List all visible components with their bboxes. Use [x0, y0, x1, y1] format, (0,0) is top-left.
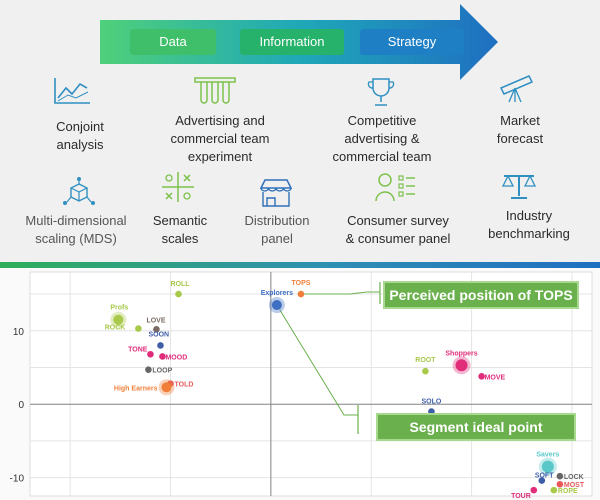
cube-network-icon: [63, 177, 95, 205]
method-label: Consumer survey & consumer panel: [345, 213, 451, 246]
stage-data: Data: [130, 29, 216, 55]
point-label: ROCK: [105, 325, 126, 332]
grid: [29, 271, 593, 497]
segment-ideal-point-callout: Segment ideal point: [376, 413, 576, 441]
point-label: SOLO: [422, 399, 442, 406]
point-label: MOVE: [485, 374, 506, 381]
perceived-position-callout: Perceived position of TOPS: [383, 281, 579, 309]
method-label: Industry benchmarking: [488, 208, 570, 241]
point-label: ROPE: [558, 488, 578, 495]
scatter-point: [271, 300, 282, 311]
point-label: LOCK: [564, 474, 584, 481]
point-label: LOVE: [146, 317, 165, 324]
point-label: Shoppers: [445, 350, 477, 357]
scatter-point: [550, 486, 558, 494]
method-advertising-experiment: Advertising and commercial team experime…: [155, 112, 285, 166]
method-consumer-survey: Consumer survey & consumer panel: [330, 212, 466, 248]
method-label: Competitive advertising & commercial tea…: [332, 113, 432, 164]
point-label: TOLD: [175, 382, 194, 389]
semantic-scale-icon: [162, 172, 194, 202]
scatter-point: [538, 477, 546, 484]
scatter-point: [147, 350, 154, 358]
stage-information: Information: [240, 29, 344, 55]
telescope-icon: [499, 75, 534, 103]
scatter-point: [530, 486, 538, 494]
y-tick-label: 0: [18, 400, 24, 411]
method-conjoint-analysis: Conjoint analysis: [30, 118, 130, 154]
test-tubes-icon: [194, 77, 236, 104]
method-mds: Multi-dimensional scaling (MDS): [14, 212, 138, 248]
y-tick-label: 10: [13, 327, 25, 338]
gradient-divider: [0, 262, 600, 268]
method-label: Market forecast: [496, 113, 544, 146]
market-stall-icon: [259, 179, 293, 207]
survey-person-icon: [375, 173, 415, 202]
point-label: MOST: [564, 482, 585, 489]
method-label: Advertising and commercial team experime…: [170, 113, 270, 164]
line-chart-icon: [54, 78, 90, 104]
scatter-point: [135, 325, 142, 332]
plot-frame: [29, 271, 593, 497]
point-label: TOPS: [291, 280, 310, 287]
point-label: Profs: [110, 305, 128, 312]
scatter-point: [478, 372, 485, 380]
scatter-point: [175, 290, 182, 298]
method-overview-panel: Data Information Strategy: [0, 0, 600, 262]
tops-connector-line: [303, 291, 380, 295]
method-label: Semantic scales: [152, 213, 208, 246]
scatter-point: [455, 359, 468, 372]
method-distribution-panel: Distribution panel: [232, 212, 322, 248]
method-label: Multi-dimensional scaling (MDS): [25, 213, 127, 246]
point-label: Explorers: [261, 290, 293, 297]
scatter-point: [145, 366, 152, 373]
method-label: Conjoint analysis: [56, 119, 104, 152]
method-label: Distribution panel: [244, 213, 310, 246]
method-competitive-advertising: Competitive advertising & commercial tea…: [320, 112, 444, 166]
point-label: TOUR: [511, 493, 531, 500]
scatter-point: [556, 472, 564, 480]
method-market-forecast: Market forecast: [470, 112, 570, 148]
stage-strategy: Strategy: [360, 29, 464, 55]
balance-scale-icon: [501, 174, 537, 199]
point-label: ROOT: [415, 357, 436, 364]
trophy-icon: [367, 78, 395, 106]
scatter-point: [113, 314, 124, 325]
ideal-connector-line: [279, 309, 358, 416]
scatter-point: [159, 353, 166, 360]
point-label: High Earners: [114, 385, 158, 392]
point-label: MOOD: [165, 354, 187, 361]
scatter-point: [297, 290, 305, 298]
scatter-point: [541, 460, 554, 473]
scatter-point: [153, 325, 160, 333]
point-label: SOFT: [535, 473, 554, 480]
method-industry-benchmarking: Industry benchmarking: [474, 207, 584, 243]
point-label: ROLL: [171, 281, 191, 288]
scatter-point: [556, 480, 564, 488]
y-tick-label: -10: [10, 474, 25, 485]
scatter-point: [157, 342, 164, 349]
axes: 10 0 -10: [10, 272, 592, 496]
scatter-point: [161, 382, 172, 393]
scatter-point: [422, 367, 429, 375]
method-semantic-scales: Semantic scales: [140, 212, 220, 248]
callout-lines: [279, 282, 381, 434]
point-label: LOOP: [152, 368, 172, 375]
point-label: Savers: [536, 452, 559, 459]
point-label: SOON: [148, 331, 169, 338]
point-label: TONE: [128, 346, 148, 353]
